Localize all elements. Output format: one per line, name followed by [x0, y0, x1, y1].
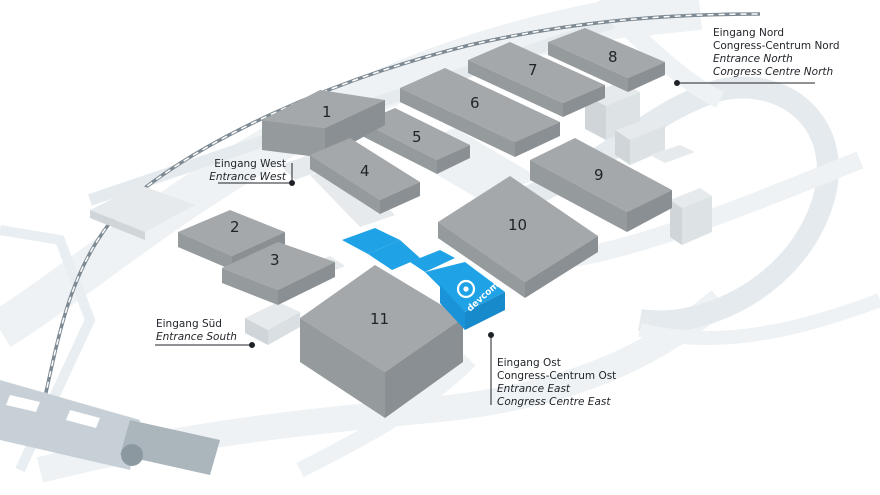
- entrance-east-label: Eingang Ost Congress-Centrum Ost Entranc…: [497, 357, 616, 409]
- entrance-east-de2: Congress-Centrum Ost: [497, 370, 617, 382]
- hall-11: 11: [300, 265, 463, 418]
- hall-label-9: 9: [594, 166, 604, 184]
- halls: 8 7 6 5 1 4: [178, 28, 672, 418]
- hall-label-2: 2: [230, 218, 240, 236]
- entrance-west-de: Eingang West: [214, 158, 286, 170]
- entrance-north-label: Eingang Nord Congress-Centrum Nord Entra…: [713, 27, 840, 79]
- devcom-area: devcom: [342, 228, 505, 330]
- hall-label-7: 7: [528, 61, 538, 79]
- entrance-leaders: [155, 80, 815, 405]
- entrance-west-en: Entrance West: [209, 171, 286, 183]
- hall-7: 7: [468, 42, 605, 117]
- hall-6: 6: [400, 68, 560, 157]
- entrance-west-label: Eingang West Entrance West: [196, 158, 286, 184]
- entrance-south-label: Eingang Süd Entrance South: [156, 318, 237, 344]
- hall-label-1: 1: [322, 103, 332, 121]
- hall-label-11: 11: [370, 310, 389, 328]
- entrance-east-de: Eingang Ost: [497, 357, 561, 369]
- hall-label-6: 6: [470, 94, 480, 112]
- hall-10: 10: [438, 176, 598, 298]
- entrance-south-de: Eingang Süd: [156, 318, 222, 330]
- hall-9: 9: [530, 138, 672, 232]
- hall-5: 5: [362, 108, 470, 174]
- hall-label-3: 3: [270, 251, 280, 269]
- hall-label-4: 4: [360, 162, 370, 180]
- entrance-north-en2: Congress Centre North: [713, 66, 834, 78]
- entrance-north-de: Eingang Nord: [713, 27, 785, 39]
- entrance-south-en: Entrance South: [156, 331, 237, 343]
- hall-1: 1: [262, 90, 385, 158]
- entrance-east-en: Entrance East: [497, 383, 571, 395]
- entrance-east-en2: Congress Centre East: [497, 396, 611, 408]
- hall-4: 4: [310, 138, 420, 214]
- hall-label-10: 10: [508, 216, 527, 234]
- devcom-logo-icon: [456, 279, 476, 299]
- entrance-north-de2: Congress-Centrum Nord: [713, 40, 840, 52]
- station-platform: [0, 380, 220, 475]
- hall-label-5: 5: [412, 128, 422, 146]
- hall-3: 3: [222, 242, 335, 305]
- entrance-north-en: Entrance North: [713, 53, 793, 65]
- hall-8: 8: [548, 28, 665, 92]
- hall-label-8: 8: [608, 48, 618, 66]
